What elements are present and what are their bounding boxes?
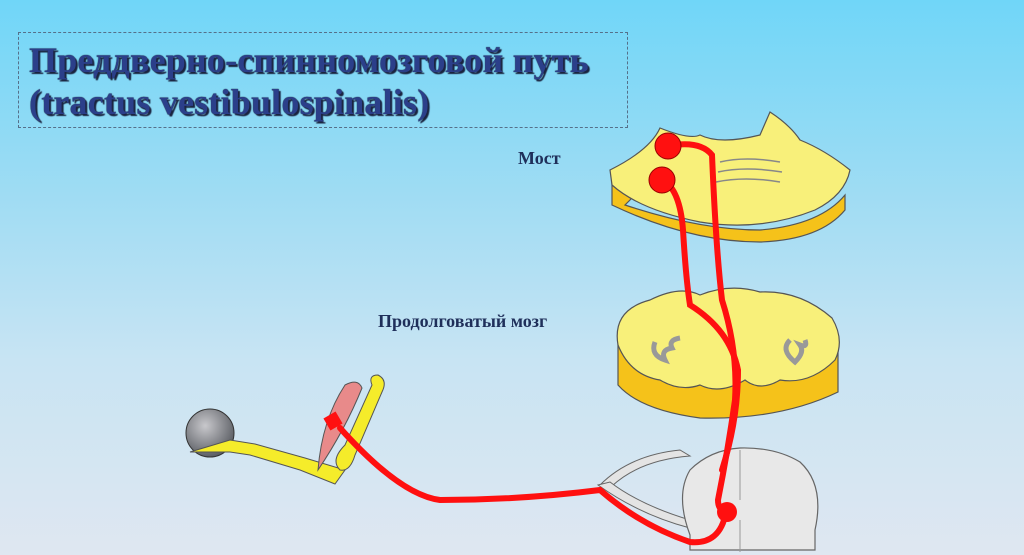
vestibulospinal-tract (337, 141, 742, 546)
arm-illustration (185, 374, 385, 485)
title-line-2: (tractus vestibulospinalis) (29, 82, 430, 122)
neuron-body-2 (648, 166, 676, 194)
title-box: Преддверно-спинномозговой путь (tractus … (18, 32, 628, 128)
spinal-cord-section (596, 447, 819, 552)
label-medulla: Продолговатый мозг (378, 311, 548, 331)
title-line-1: Преддверно-спинномозговой путь (29, 40, 589, 80)
motor-neuron-axon (337, 425, 729, 546)
label-pons: Мост (518, 148, 561, 168)
motor-neuron-body (717, 502, 737, 522)
tract-fiber-1 (665, 141, 739, 515)
medulla-section (616, 287, 840, 419)
tract-fiber-2 (660, 177, 742, 473)
neuron-body-1 (654, 132, 682, 160)
pons-section (609, 111, 851, 243)
neuromuscular-ending (323, 411, 343, 431)
